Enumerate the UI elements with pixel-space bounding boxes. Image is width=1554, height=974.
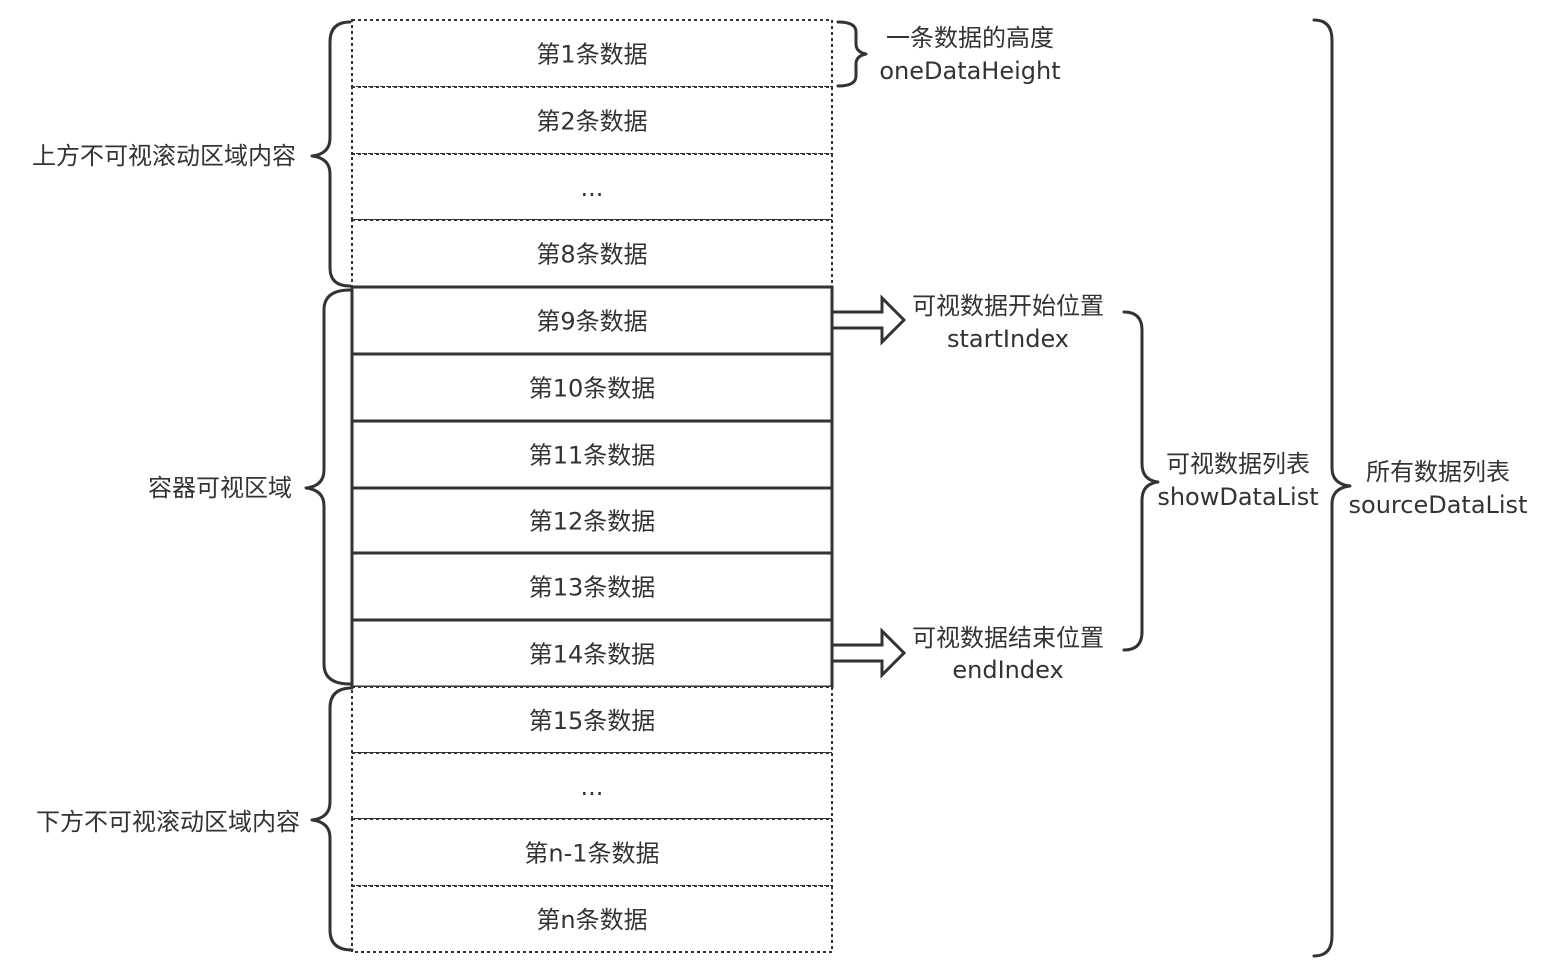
data-row-box xyxy=(350,486,834,555)
data-row-box xyxy=(350,419,834,490)
container-visible-bracket xyxy=(304,288,352,686)
data-row-box xyxy=(351,153,833,221)
top-invisible-label: 上方不可视滚动区域内容 xyxy=(32,142,296,170)
one-height-bracket xyxy=(836,20,868,88)
data-row-label: 第13条数据 xyxy=(529,574,656,602)
one-height-en-label: oneDataHeight xyxy=(879,57,1060,85)
one-height-cn-label: 一条数据的高度 xyxy=(886,24,1054,52)
data-row-box xyxy=(351,219,833,288)
source-list-cn-label: 所有数据列表 xyxy=(1366,458,1510,486)
end-en-label: endIndex xyxy=(952,656,1063,684)
data-row-label: 第n条数据 xyxy=(536,906,647,934)
end-index-arrow xyxy=(830,627,907,679)
data-row-label: 第1条数据 xyxy=(536,41,647,69)
bottom-invisible-bracket xyxy=(310,686,354,952)
data-row-label: 第11条数据 xyxy=(529,442,656,470)
data-row-label: ... xyxy=(581,174,604,202)
data-row-label: 第15条数据 xyxy=(529,707,656,735)
data-row-box xyxy=(351,86,833,155)
data-row-box xyxy=(350,618,834,689)
data-row-box xyxy=(350,551,834,622)
data-row-label: 第14条数据 xyxy=(529,641,656,669)
data-row-label: 第8条数据 xyxy=(536,241,647,269)
show-data-list-bracket xyxy=(1122,310,1160,652)
container-visible-label: 容器可视区域 xyxy=(148,474,292,502)
source-data-list-bracket xyxy=(1312,18,1352,958)
labels: 上方不可视滚动区域内容 容器可视区域 下方不可视滚动区域内容 一条数据的高度 o… xyxy=(32,24,1527,836)
data-row-box xyxy=(351,752,833,820)
data-row-label: 第2条数据 xyxy=(536,108,647,136)
data-row-box xyxy=(350,285,834,356)
start-en-label: startIndex xyxy=(947,325,1069,353)
data-row-label: ... xyxy=(581,773,604,801)
start-cn-label: 可视数据开始位置 xyxy=(912,292,1104,320)
arrows xyxy=(830,294,907,679)
top-invisible-bracket xyxy=(310,20,352,288)
data-row-box xyxy=(351,885,833,953)
end-cn-label: 可视数据结束位置 xyxy=(912,624,1104,652)
start-index-arrow xyxy=(830,294,907,346)
brackets xyxy=(304,18,1352,958)
show-list-en-label: showDataList xyxy=(1157,483,1318,511)
bottom-invisible-label: 下方不可视滚动区域内容 xyxy=(36,808,300,836)
show-list-cn-label: 可视数据列表 xyxy=(1166,450,1310,478)
data-row-label: 第9条数据 xyxy=(536,308,647,336)
data-row-box xyxy=(351,686,833,754)
data-row-label: 第n-1条数据 xyxy=(524,840,659,868)
source-list-en-label: sourceDataList xyxy=(1349,491,1528,519)
data-row-label: 第10条数据 xyxy=(529,375,656,403)
data-row-box xyxy=(351,19,833,88)
data-row-label: 第12条数据 xyxy=(529,508,656,536)
data-row-box xyxy=(350,352,834,423)
